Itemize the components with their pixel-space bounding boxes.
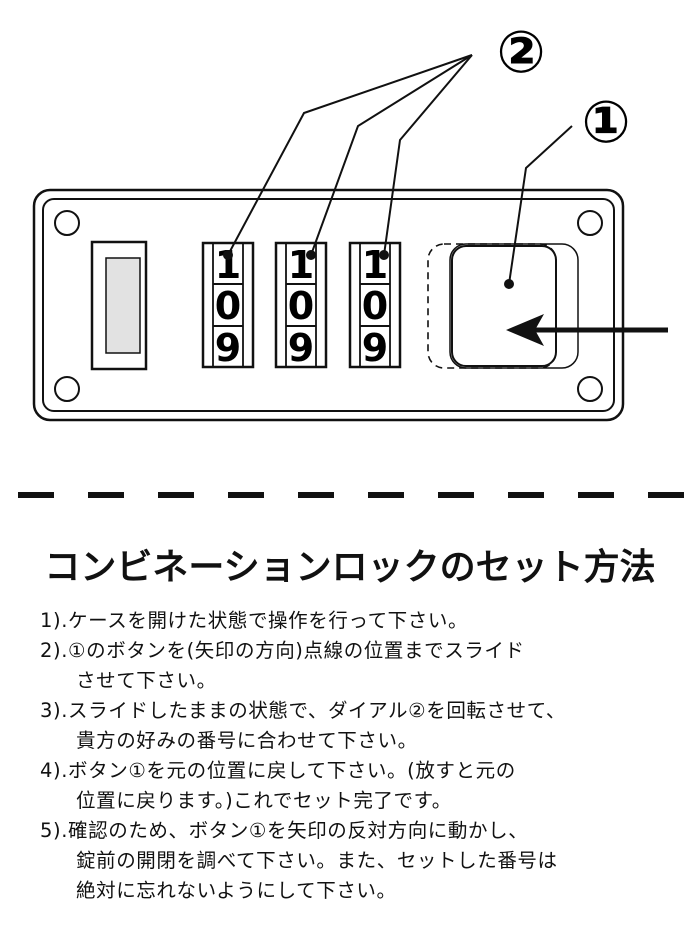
dial-3-middle-digit: 0 <box>362 284 388 328</box>
dial-2-bottom-digit: 9 <box>288 326 314 370</box>
instruction-step: 1).ケースを開けた状態で操作を行って下さい。 <box>40 606 690 636</box>
screw-top-left <box>54 210 80 236</box>
instruction-line: 位置に戻ります。)これでセット完了です。 <box>76 789 452 812</box>
screw-bottom-right <box>577 376 603 402</box>
dial-1-bottom-digit: 9 <box>215 326 241 370</box>
slide-button[interactable] <box>451 245 557 367</box>
screw-top-right <box>577 210 603 236</box>
dial-1-middle-digit: 0 <box>215 284 241 328</box>
instruction-line: 4).ボタン①を元の位置に戻して下さい。(放すと元の <box>40 759 516 782</box>
instruction-line: 2).①のボタンを(矢印の方向)点線の位置までスライド <box>40 639 525 662</box>
instruction-step: 5).確認のため、ボタン①を矢印の反対方向に動かし、錠前の開閉を調べて下さい。ま… <box>40 816 690 906</box>
latch-window <box>90 240 148 371</box>
instruction-line: 1).ケースを開けた状態で操作を行って下さい。 <box>40 609 469 632</box>
instruction-line: 錠前の開閉を調べて下さい。また、セットした番号は <box>76 849 558 872</box>
instruction-line: させて下さい。 <box>76 669 217 692</box>
instruction-list: 1).ケースを開けた状態で操作を行って下さい。 2).①のボタンを(矢印の方向)点… <box>40 606 690 906</box>
dial-1[interactable]: 1 0 9 <box>201 241 255 370</box>
page-title: コンビネーションロックのセット方法 <box>44 547 656 588</box>
dial-2-middle-digit: 0 <box>288 284 314 328</box>
instruction-line: 絶対に忘れないようにして下さい。 <box>76 879 397 902</box>
callout-1-label: ① <box>581 88 630 156</box>
instruction-line: 貴方の好みの番号に合わせて下さい。 <box>76 729 418 752</box>
callout-button: ① <box>504 88 631 289</box>
callout-2-label: ② <box>496 18 545 86</box>
dashed-divider <box>18 492 700 498</box>
instruction-line: 3).スライドしたままの状態で、ダイアル②を回転させて、 <box>40 699 566 722</box>
callout-dials: ② <box>223 18 546 260</box>
instruction-step: 4).ボタン①を元の位置に戻して下さい。(放すと元の位置に戻ります。)これでセッ… <box>40 756 690 816</box>
lock-diagram: 1 0 9 1 0 9 1 0 9 ① <box>32 18 668 422</box>
dial-2-top-digit: 1 <box>288 243 314 287</box>
dashed-slide-position <box>427 243 557 369</box>
instruction-step: 3).スライドしたままの状態で、ダイアル②を回転させて、貴方の好みの番号に合わせ… <box>40 696 690 756</box>
instruction-step: 2).①のボタンを(矢印の方向)点線の位置までスライドさせて下さい。 <box>40 636 690 696</box>
screw-bottom-left <box>54 376 80 402</box>
dial-3[interactable]: 1 0 9 <box>348 241 402 370</box>
dial-1-top-digit: 1 <box>215 243 241 287</box>
instruction-line: 5).確認のため、ボタン①を矢印の反対方向に動かし、 <box>40 819 529 842</box>
dial-2[interactable]: 1 0 9 <box>274 241 328 370</box>
slide-direction-arrow <box>506 314 668 346</box>
dial-3-bottom-digit: 9 <box>362 326 388 370</box>
